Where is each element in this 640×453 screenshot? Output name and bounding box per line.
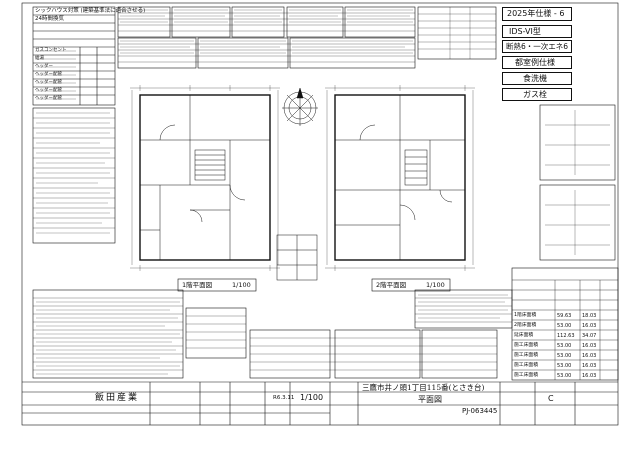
area-row-tsubo: 16.03: [582, 343, 597, 349]
company-name: 飯田産業: [95, 393, 140, 403]
drawing-scale: 1/100: [300, 393, 324, 402]
area-row-m2: 53.00: [557, 323, 572, 329]
drawing-name: 平面図: [418, 395, 442, 404]
spec-year-label: 2025年仕様 - 6: [507, 9, 565, 18]
legend-item: ヘッダー配管: [35, 88, 62, 93]
floor2-label: 2階平面図: [376, 281, 407, 289]
area-row-m2: 53.00: [557, 363, 572, 369]
gas-stove-box: ガス栓: [502, 88, 572, 101]
legend-item: ヘッダー配管: [35, 96, 62, 101]
area-row-name: 施工床面積: [514, 373, 538, 378]
certification-box: 都室例仕様: [502, 56, 572, 69]
floor2-plan: [325, 85, 475, 292]
area-row-m2: 59.63: [557, 313, 572, 319]
area-row-tsubo: 34.07: [582, 333, 597, 339]
floor1-plan: [130, 85, 280, 292]
area-row-name: 施工床面積: [514, 363, 538, 368]
ventilation-note: 24時間換気: [35, 16, 64, 22]
area-row-m2: 112.63: [557, 333, 575, 339]
ids-type-box: IDS-VI型: [502, 25, 572, 38]
legend-item: ヘッダー配管: [35, 72, 62, 77]
sheet-frame: [21, 2, 619, 426]
drawing-id: PJ-063445: [462, 407, 498, 415]
legend-item: ヘッダー: [35, 64, 53, 69]
area-row-tsubo: 16.03: [582, 373, 597, 379]
area-row-tsubo: 16.03: [582, 363, 597, 369]
spec-year-box: 2025年仕様 - 6: [502, 7, 572, 21]
drawing-date: R6.3.11: [273, 395, 295, 401]
area-row-name: 施工床面積: [514, 353, 538, 358]
area-row-name: 2階床面積: [514, 323, 537, 328]
floor2-scale: 1/100: [426, 281, 445, 289]
floor1-scale: 1/100: [232, 281, 251, 289]
dishwasher-label: 食洗機: [523, 74, 547, 83]
area-row-tsubo: 16.03: [582, 323, 597, 329]
area-row-name: 施工床面積: [514, 343, 538, 348]
area-row-m2: 53.00: [557, 353, 572, 359]
revision: C: [548, 394, 554, 403]
energy-label: 断熱6・一次エネ6: [506, 42, 569, 51]
dishwasher-box: 食洗機: [502, 72, 572, 85]
area-row-name: 延床面積: [514, 333, 534, 338]
gas-stove-label: ガス栓: [523, 90, 547, 99]
legend-item: ヘッダー配管: [35, 80, 62, 85]
area-row-name: 1階床面積: [514, 313, 537, 318]
area-row-tsubo: 18.03: [582, 313, 597, 319]
project-name: 三鷹市井ノ頭1丁目115番(とさき台): [362, 383, 485, 392]
compass-rose: [282, 87, 318, 126]
area-row-m2: 53.00: [557, 373, 572, 379]
certification-label: 都室例仕様: [515, 58, 555, 67]
legend-item: 給湯: [35, 56, 44, 61]
floor1-label: 1階平面図: [182, 281, 213, 289]
energy-box: 断熱6・一次エネ6: [502, 40, 572, 53]
sick-house-note: シックハウス対策 (建築基準法に適合させる): [35, 8, 146, 14]
ids-type-label: IDS-VI型: [509, 27, 541, 36]
area-row-tsubo: 16.03: [582, 353, 597, 359]
area-row-m2: 53.00: [557, 343, 572, 349]
legend-item: ガスコンセント: [35, 48, 67, 53]
